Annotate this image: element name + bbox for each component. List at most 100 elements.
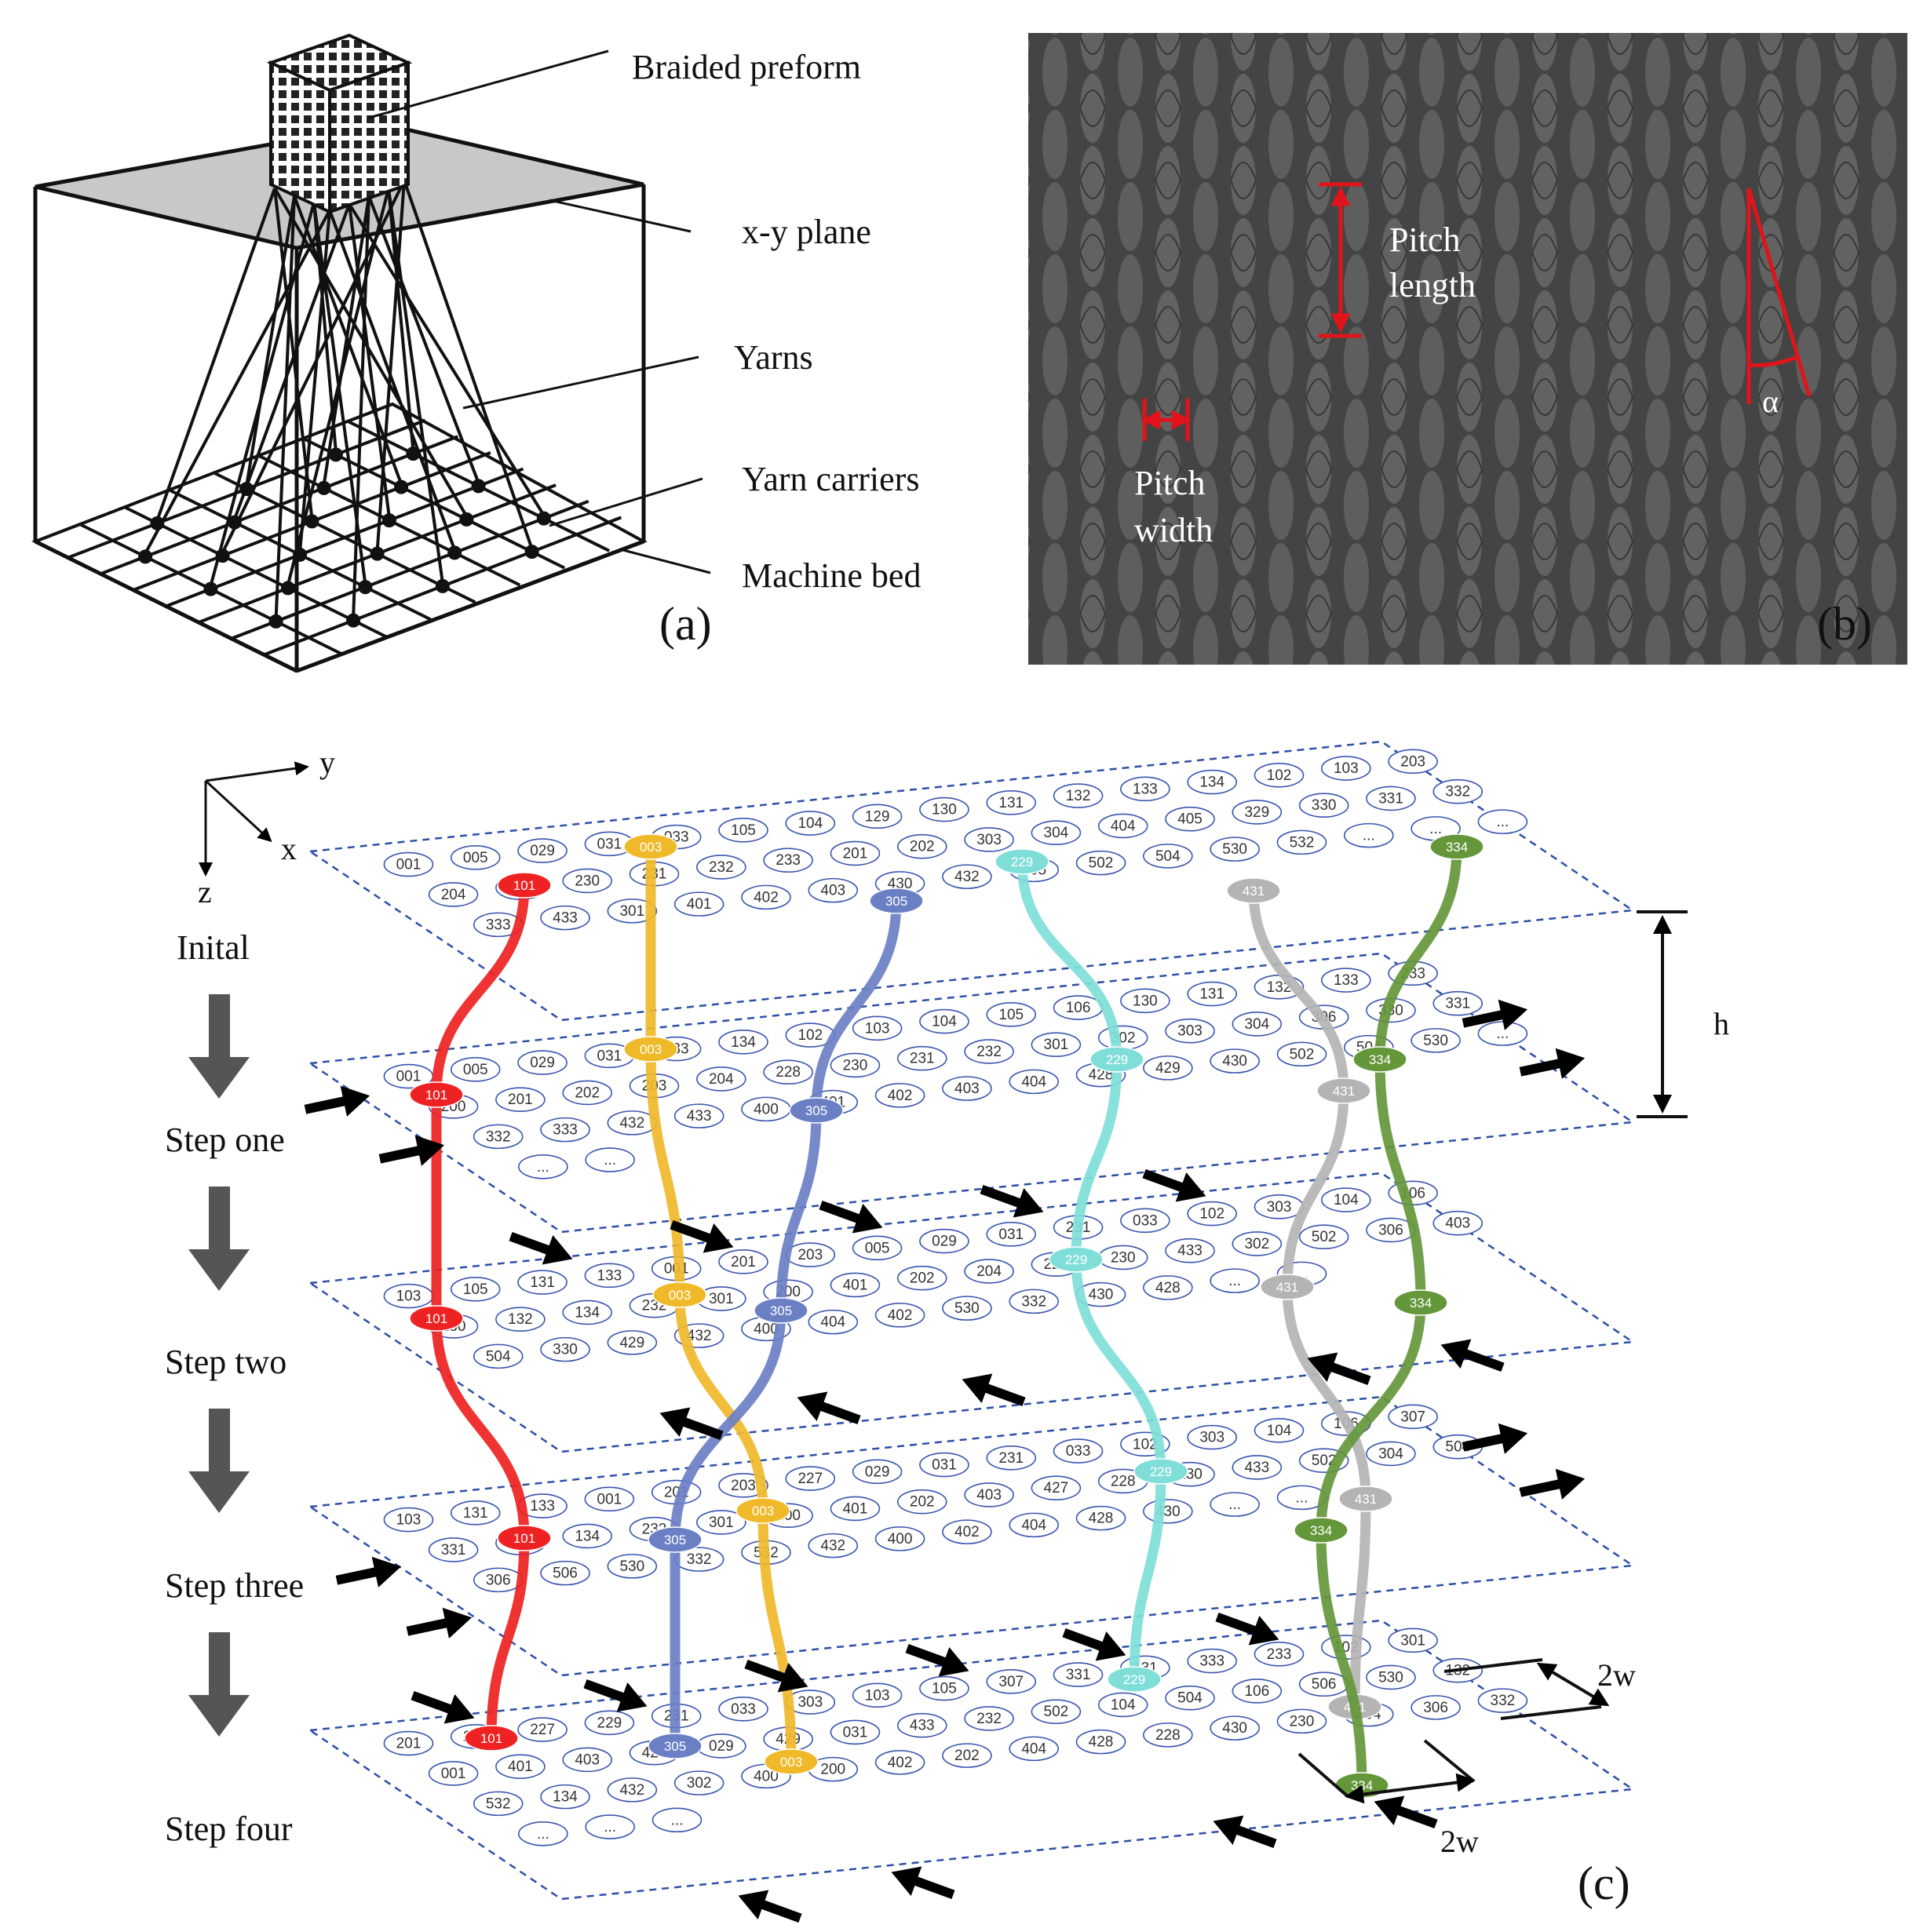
carrier-cell-label: 103 xyxy=(865,1687,890,1704)
carrier-cell-label: 401 xyxy=(687,896,712,913)
carrier-cell xyxy=(986,1002,1037,1027)
carrier-cell-label: 432 xyxy=(619,1115,644,1132)
carrier-cell-label: 132 xyxy=(1066,788,1091,804)
carrier-cell-label: 506 xyxy=(553,1566,578,1582)
carrier-cell-label: 432 xyxy=(820,1538,845,1555)
carrier-cell xyxy=(696,1510,746,1535)
motion-arrow xyxy=(1440,1339,1505,1372)
carrier-cell-label: 102 xyxy=(797,1027,823,1044)
yarn-carrier xyxy=(293,547,308,562)
carrier-cell xyxy=(1366,1441,1416,1467)
braided-preform xyxy=(266,33,413,215)
dimension-2w-right xyxy=(1443,1658,1610,1720)
carrier-cell xyxy=(919,1675,969,1701)
carrier-cell xyxy=(942,864,992,889)
carrier-cell xyxy=(473,1124,524,1150)
motion-arrow xyxy=(406,1607,473,1639)
carrier-cell-label: 130 xyxy=(932,802,957,818)
carrier-cell xyxy=(830,1272,881,1298)
carrier-cell-label: 429 xyxy=(619,1335,644,1351)
carrier-cell-label: 304 xyxy=(1244,1016,1269,1033)
carrier-cell-label: 502 xyxy=(1312,1229,1337,1245)
layer-plane xyxy=(307,1619,1636,1901)
carrier-cell-label: 301 xyxy=(1400,1632,1425,1649)
carrier-cell xyxy=(1120,1208,1170,1234)
carrier-cell-label: 333 xyxy=(553,1122,578,1139)
carrier-cell-label: 302 xyxy=(687,1775,712,1792)
carrier-cell xyxy=(1143,844,1193,869)
carrier-cell-label: 401 xyxy=(843,1500,868,1517)
motion-arrow xyxy=(1374,1795,1438,1829)
carrier-cell xyxy=(1031,1699,1082,1725)
carrier-cell-label: 332 xyxy=(486,1128,511,1145)
yarn-carrier xyxy=(447,545,462,560)
motion-arrow xyxy=(1142,1168,1206,1202)
carrier-cell-label: 104 xyxy=(797,815,823,832)
carrier-cell xyxy=(1343,822,1394,848)
carrier-cell xyxy=(874,1750,925,1775)
carrier-cell-label: 332 xyxy=(1445,784,1470,800)
carrier-cell xyxy=(1143,1055,1193,1081)
carrier-cell-label: 131 xyxy=(463,1505,488,1522)
carrier-cell-label: 202 xyxy=(910,839,935,855)
yarn-carrier-tag xyxy=(1429,833,1484,860)
coordinate-axes xyxy=(199,761,309,877)
carrier-cell-label: 001 xyxy=(441,1766,466,1782)
step-label-0: Inital xyxy=(177,928,250,967)
motion-arrow xyxy=(738,1890,802,1923)
carrier-cell xyxy=(1187,1648,1237,1674)
carrier-cell xyxy=(763,848,813,873)
motion-arrow xyxy=(1519,1468,1586,1500)
carrier-cell xyxy=(1143,1275,1193,1300)
braiding-layer-4: 2012032272292310333031031053073311313332… xyxy=(307,1619,1636,1901)
carrier-cell xyxy=(1053,1438,1104,1464)
carrier-cell xyxy=(540,1117,590,1143)
carrier-cell-label: 005 xyxy=(463,850,488,866)
carrier-cell-label: 105 xyxy=(932,1681,957,1697)
pitch-length-marker xyxy=(1319,182,1362,338)
carrier-cell-label: 433 xyxy=(553,910,578,927)
carrier-cell xyxy=(964,1706,1014,1731)
carrier-cell-label: 103 xyxy=(1334,760,1359,777)
yarn-carrier-tag-label: 229 xyxy=(1065,1252,1087,1267)
carrier-cell xyxy=(1053,783,1104,808)
carrier-cell-label: 134 xyxy=(731,1034,756,1051)
carrier-cell-label: 031 xyxy=(998,1227,1024,1243)
carrier-cell-label: 430 xyxy=(1222,1720,1247,1737)
carrier-cell xyxy=(383,1730,434,1756)
carrier-cell xyxy=(1210,1048,1260,1074)
carrier-cell xyxy=(964,827,1014,852)
carrier-cell-label: 504 xyxy=(1177,1690,1203,1707)
carrier-cell-label: 230 xyxy=(843,1057,868,1074)
dimension-h xyxy=(1637,910,1688,1118)
carrier-cell xyxy=(1143,1722,1193,1748)
carrier-cell xyxy=(919,796,969,822)
carrier-cell xyxy=(785,1466,836,1491)
layer-plane xyxy=(307,740,1636,1022)
carrier-cell-label: 232 xyxy=(709,859,734,876)
carrier-cell-label: 228 xyxy=(1155,1727,1181,1744)
carrier-cell-label: 301 xyxy=(1044,1037,1069,1053)
carrier-cell-label: 131 xyxy=(1199,986,1224,1003)
carrier-cell xyxy=(1298,793,1349,818)
carrier-cell xyxy=(1254,1418,1305,1443)
carrier-cell-label: 433 xyxy=(1244,1460,1269,1476)
carrier-cell-label: 202 xyxy=(575,1084,600,1101)
carrier-cell xyxy=(874,1526,925,1551)
carrier-cell xyxy=(651,1807,703,1833)
carrier-cell xyxy=(1388,749,1438,775)
carrier-cell-label: 403 xyxy=(575,1752,600,1768)
carrier-cell-label: 331 xyxy=(1066,1667,1091,1683)
carrier-cell-label: 405 xyxy=(1177,811,1203,828)
yarn-carrier xyxy=(524,545,539,560)
yarn-carrier-tag-label: 334 xyxy=(1369,1052,1391,1067)
carrier-cell xyxy=(540,1336,590,1362)
yarn-line xyxy=(293,195,403,485)
yarn-carrier xyxy=(280,581,295,596)
carrier-cell-label: 303 xyxy=(976,832,1002,848)
carrier-cell-label: 102 xyxy=(1199,1206,1224,1223)
carrier-cell-label: 203 xyxy=(797,1247,823,1263)
dim-h-label: h xyxy=(1713,1006,1729,1041)
panel-c-tag: (c) xyxy=(1578,1857,1630,1909)
yarn-carrier-tag-label: 101 xyxy=(425,1088,447,1103)
